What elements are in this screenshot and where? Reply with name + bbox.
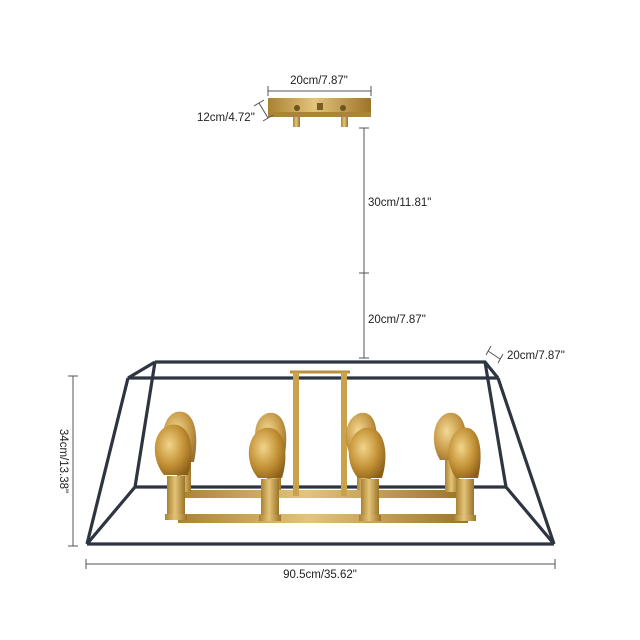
- rod-upper-label: 30cm/11.81": [368, 197, 431, 209]
- bulb-front-2: [248, 427, 286, 521]
- dim-canopy-depth: 12cm/4.72": [197, 99, 274, 124]
- width-label: 90.5cm/35.62": [283, 569, 357, 581]
- brass-arms: [178, 372, 468, 523]
- rod-lower-label: 20cm/7.87": [368, 314, 426, 326]
- bulb-front-1: [154, 424, 192, 520]
- black-frame: [85, 360, 556, 546]
- bulb-front-3: [348, 427, 386, 521]
- dim-rod-height: 30cm/11.81" 20cm/7.87": [359, 127, 431, 359]
- canopy: [268, 98, 371, 117]
- dim-width: 90.5cm/35.62": [85, 559, 556, 581]
- canopy-depth-label: 12cm/4.72": [197, 112, 255, 124]
- height-label: 34cm/13.38": [57, 429, 69, 493]
- frame-depth-label: 20cm/7.87": [507, 350, 565, 362]
- dim-height: 34cm/13.38": [57, 375, 78, 547]
- bulb-front-4: [448, 427, 481, 521]
- canopy-width-label: 20cm/7.87": [290, 75, 348, 87]
- dim-canopy-width: 20cm/7.87": [267, 75, 372, 96]
- suspension-rods: [293, 117, 348, 372]
- dim-frame-depth: 20cm/7.87": [485, 345, 565, 364]
